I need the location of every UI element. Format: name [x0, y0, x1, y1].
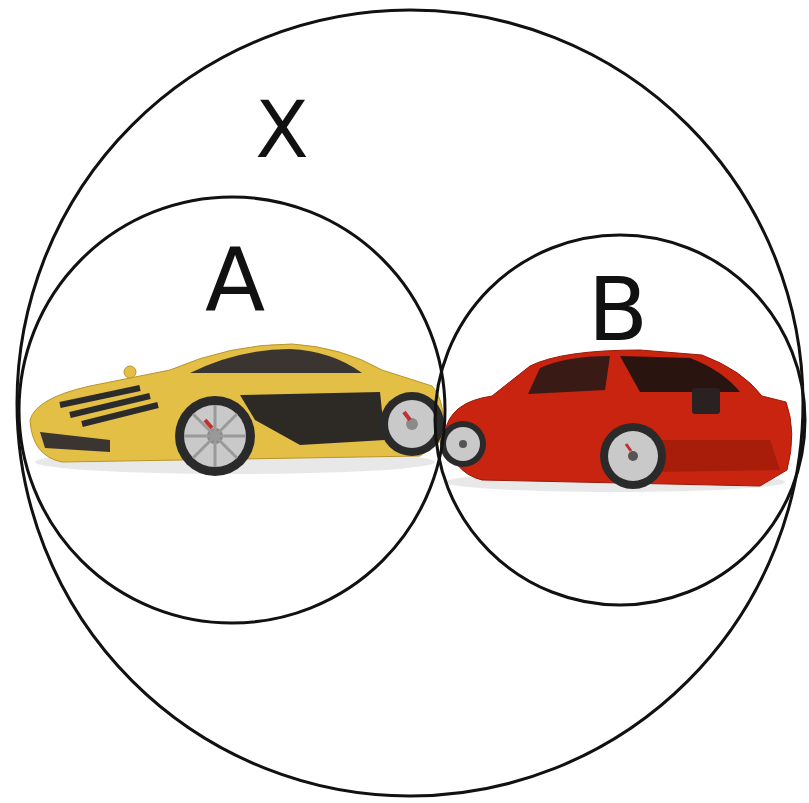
- yellow-sports-car: [30, 344, 444, 476]
- universal-set-circle: XA B: [15, 8, 805, 798]
- set-label: A: [205, 236, 265, 324]
- set-circle: A: [17, 195, 447, 625]
- set-label: B: [588, 266, 648, 354]
- circle-border: [17, 10, 803, 796]
- circle-outline: [15, 8, 805, 798]
- set-circle: B: [433, 233, 807, 607]
- circle-border: [19, 197, 445, 623]
- red-coupe-car: [440, 350, 792, 492]
- set-label: X: [255, 91, 308, 169]
- circle-border: [435, 235, 805, 605]
